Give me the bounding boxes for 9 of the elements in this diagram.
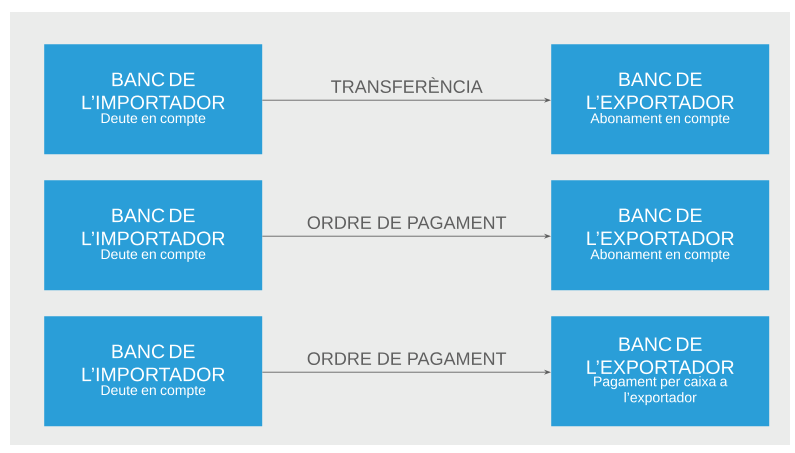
- bank-box: BANC DE L’IMPORTADOR Deute en compte: [44, 180, 262, 290]
- bank-box: BANC DE L’EXPORTADOR Abonament en compte: [551, 180, 770, 290]
- bank-box: BANC DE L’IMPORTADOR Deute en compte: [44, 316, 262, 426]
- bank-box: BANC DE L’EXPORTADOR Pagament per caixa a l’exportador: [551, 316, 770, 426]
- bank-box: BANC DE L’IMPORTADOR Deute en compte: [44, 44, 262, 154]
- edge-label: TRANSFERÈNCIA: [331, 77, 483, 93]
- edge-label: ORDRE DE PAGAMENT: [308, 216, 506, 229]
- edge-label: ORDRE DE PAGAMENT: [308, 352, 506, 365]
- bank-box: BANC DE L’EXPORTADOR Abonament en compte: [551, 44, 770, 154]
